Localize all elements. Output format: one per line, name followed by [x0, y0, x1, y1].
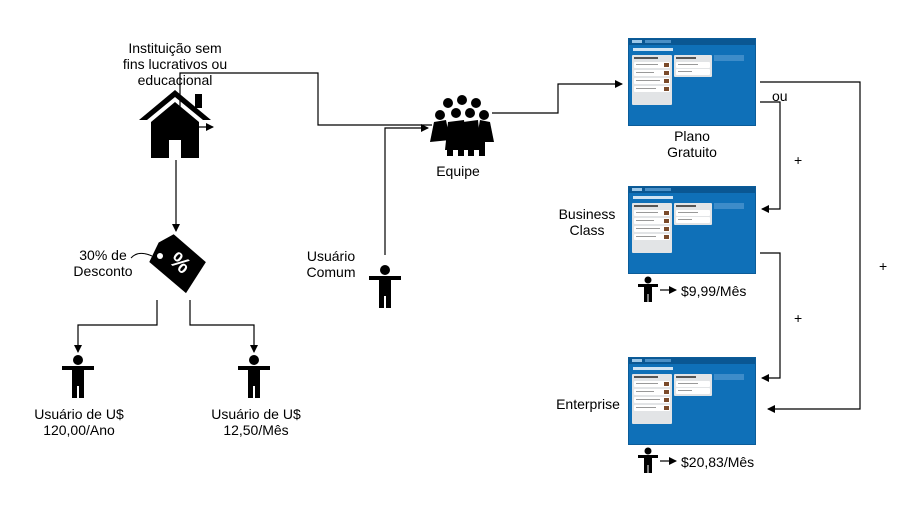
enterprise-label: Enterprise [556, 396, 620, 412]
connector-user-to-team [384, 124, 429, 255]
or-label: ou [772, 88, 788, 104]
business-class-label: Business Class [558, 206, 616, 238]
connector-business-to-enterprise [760, 252, 781, 382]
team-icon [430, 95, 494, 156]
free-plan-screenshot [628, 38, 756, 126]
person-icon-enterprise [638, 447, 658, 473]
free-plan-label: Plano Gratuito [667, 128, 717, 160]
person-icon-year [62, 355, 94, 398]
plus-label-2: + [794, 310, 803, 326]
connector-discount-to-month-user [189, 300, 258, 353]
connector-free-to-business [760, 101, 781, 213]
institution-label: Instituição sem fins lucrativos ou educa… [122, 40, 228, 88]
enterprise-screenshot [628, 357, 756, 445]
business-class-screenshot [628, 186, 756, 274]
plus-label-3: + [879, 258, 888, 274]
person-icon-common [369, 265, 401, 308]
discount-label: 30% de Desconto [73, 247, 133, 279]
user-year-label: Usuário de U$ 120,00/Ano [34, 406, 124, 438]
user-month-label: Usuário de U$ 12,50/Mês [211, 406, 301, 438]
discount-tag-icon [130, 234, 206, 294]
business-price: $9,99/Mês [681, 283, 747, 299]
connector-discount-to-year-user [74, 300, 158, 353]
connector-team-to-free [492, 80, 623, 114]
common-user-label: Usuário Comum [306, 248, 356, 280]
person-icon-business [638, 276, 658, 302]
plus-label-1: + [794, 152, 803, 168]
enterprise-price: $20,83/Mês [681, 454, 755, 470]
team-label: Equipe [436, 163, 480, 179]
house-icon [139, 90, 211, 158]
person-icon-month [238, 355, 270, 398]
connector-free-to-enterprise [760, 81, 861, 413]
